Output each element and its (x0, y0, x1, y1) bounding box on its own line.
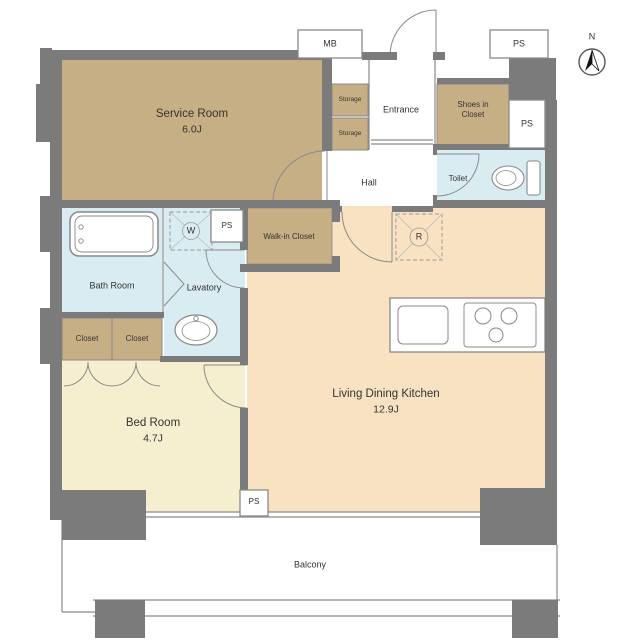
label-ps-bottom: PS (248, 497, 260, 506)
stove-burner (474, 307, 492, 325)
entrance-step-line (371, 139, 433, 145)
label-closet-right: Closet (125, 334, 149, 343)
pipe-space-right (508, 99, 546, 149)
walls (50, 50, 557, 520)
structural-columns (36, 48, 558, 638)
refrigerator-space (395, 213, 443, 261)
label-north: N (588, 31, 596, 42)
label-service-room: Service Room (155, 107, 229, 120)
label-lavatory: Lavatory (186, 282, 222, 293)
label-entrance: Entrance (382, 104, 420, 115)
north-arrow-icon (578, 48, 606, 76)
label-hall: Hall (361, 177, 377, 188)
stove-unit (463, 302, 537, 348)
label-refrigerator: R (415, 231, 423, 242)
bathtub (69, 211, 159, 257)
shoes-closet-area (436, 83, 510, 149)
label-shoes-closet: Shoes in Closet (457, 100, 489, 119)
toilet-door-swing (436, 153, 480, 197)
label-ps-middle: PS (221, 221, 233, 230)
label-bed-room: Bed Room (125, 416, 181, 429)
service-room-door-swing (272, 150, 328, 204)
label-walk-in-closet: Walk-in Closet (263, 232, 315, 241)
label-ps-top: PS (512, 38, 526, 49)
toilet-fixture (491, 160, 541, 196)
label-washer: W (186, 225, 196, 236)
label-storage-top: Storage (338, 95, 362, 103)
pipe-space-middle (210, 209, 244, 243)
label-toilet: Toilet (448, 174, 468, 183)
closet-door-swing (63, 361, 89, 387)
lavatory-sink (174, 314, 218, 346)
label-bed-room-size: 4.7J (143, 432, 163, 445)
utility-boxes (210, 29, 549, 517)
label-ps-right: PS (520, 118, 534, 129)
door-swings (63, 9, 480, 409)
label-service-room-size: 6.0J (182, 123, 202, 136)
label-storage-bottom: Storage (338, 129, 362, 137)
hall-ldk-door-swing (341, 211, 393, 263)
bath-folding-door (163, 261, 185, 307)
label-ldk: Living Dining Kitchen (332, 387, 440, 400)
label-balcony: Balcony (293, 559, 327, 570)
kitchen-counter (389, 297, 546, 353)
label-mb: MB (323, 38, 337, 49)
lavatory-door-swing (205, 249, 245, 289)
closet-door-swing (135, 361, 161, 387)
meter-box (297, 29, 363, 59)
front-door-swing (389, 9, 437, 57)
stove-burner (488, 327, 504, 343)
label-ldk-size: 12.9J (373, 403, 399, 416)
stove-burner (500, 307, 518, 325)
kitchen-sink (397, 305, 449, 345)
service-room-area (62, 60, 322, 200)
fixtures (69, 160, 546, 353)
closet-door-swing (87, 361, 113, 387)
bedroom-door-swing (203, 364, 248, 409)
closet-door-swing (111, 361, 137, 387)
storage-top-area (331, 83, 369, 117)
label-bath-room: Bath Room (89, 280, 135, 291)
label-closet-left: Closet (75, 334, 99, 343)
pipe-space-top (489, 29, 549, 59)
balcony-railing (93, 599, 560, 617)
pipe-space-bottom (239, 489, 269, 517)
storage-bottom-area (331, 117, 369, 151)
